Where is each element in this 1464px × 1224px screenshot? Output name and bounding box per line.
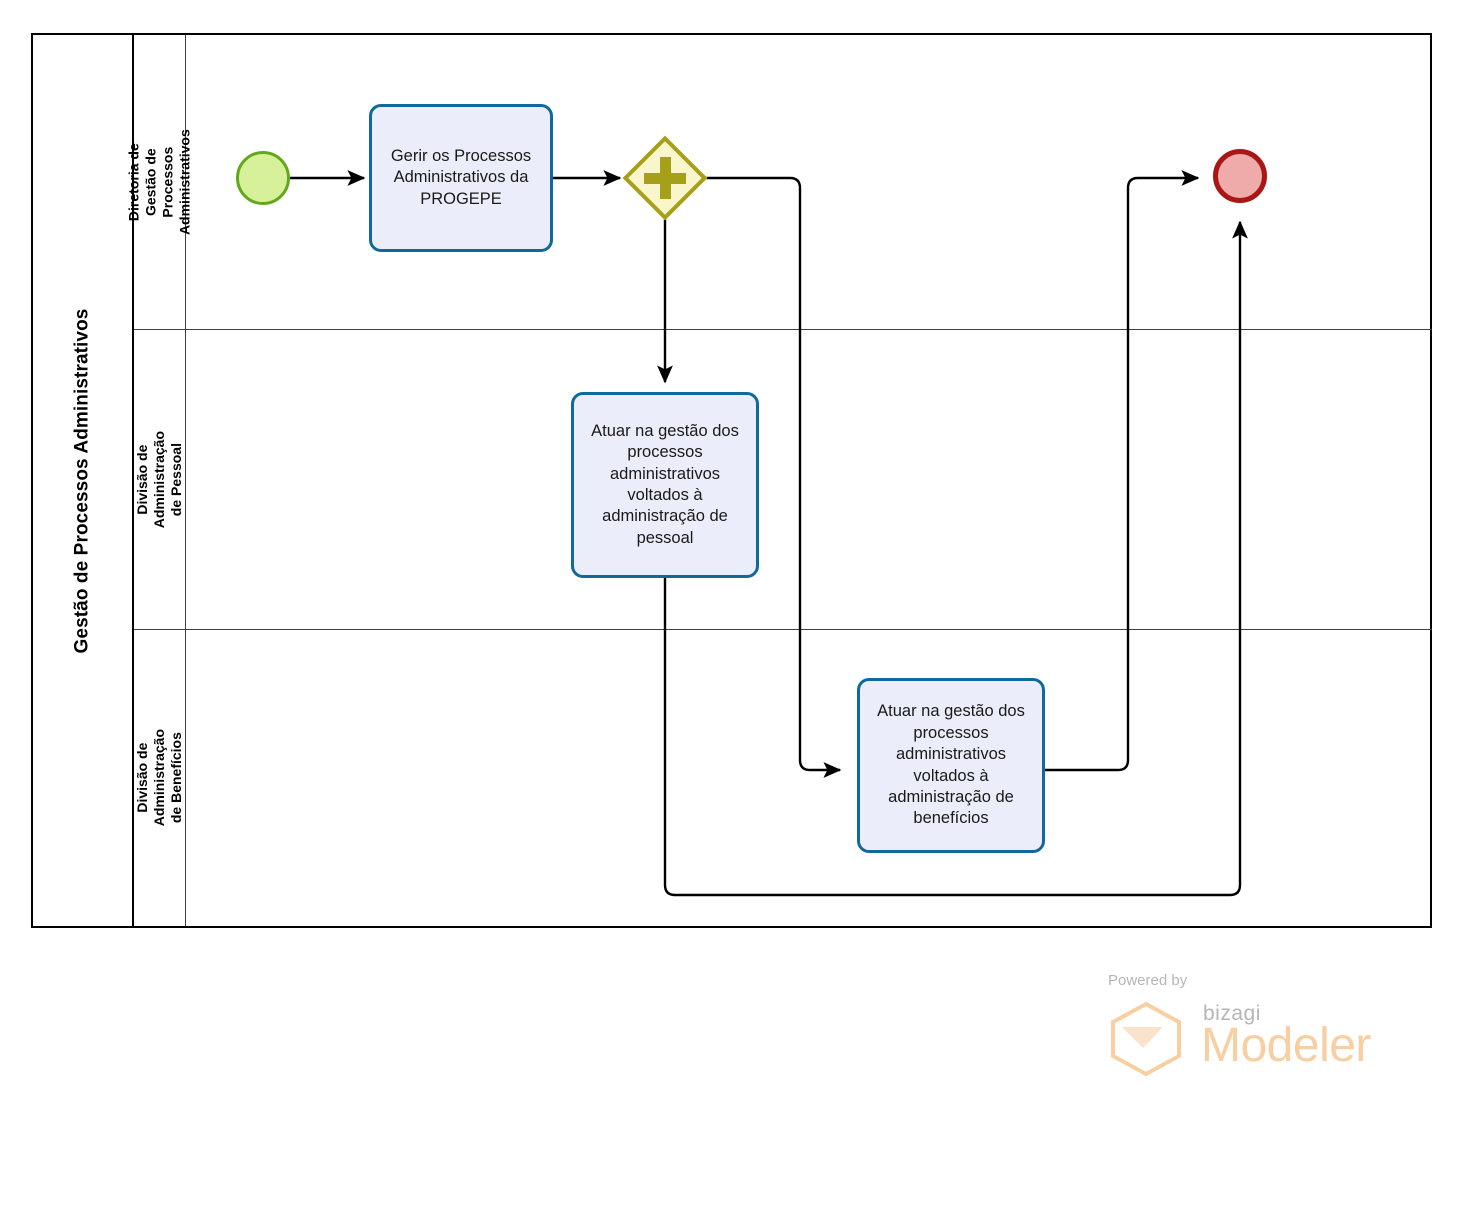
lane-divisao-de-administracao-de-beneficios[interactable]: Divisão de Administração de Benefícios bbox=[134, 630, 1432, 926]
parallel-gateway[interactable] bbox=[622, 135, 708, 221]
lane-header-beneficios: Divisão de Administração de Benefícios bbox=[134, 630, 186, 926]
lane-label-diretoria: Diretoria de Gestão de Processos Adminis… bbox=[125, 129, 193, 235]
pool-header: Gestão de Processos Administrativos bbox=[33, 35, 134, 926]
task-gerir-processos-administrativos-progepe[interactable]: Gerir os Processos Administrativos da PR… bbox=[369, 104, 553, 252]
start-event[interactable] bbox=[236, 151, 290, 205]
lane-header-diretoria: Diretoria de Gestão de Processos Adminis… bbox=[125, 35, 193, 329]
lane-label-pessoal: Divisão de Administração de Pessoal bbox=[133, 430, 185, 529]
lane-header-pessoal: Divisão de Administração de Pessoal bbox=[134, 330, 186, 629]
modeler-wordmark: Modeler bbox=[1201, 1019, 1371, 1072]
pool-title: Gestão de Processos Administrativos bbox=[71, 308, 93, 653]
end-event[interactable] bbox=[1213, 149, 1267, 203]
parallel-plus-icon-vertical bbox=[659, 157, 671, 199]
task-atuar-gestao-administracao-de-beneficios[interactable]: Atuar na gestão dos processos administra… bbox=[857, 678, 1045, 853]
task-atuar-gestao-administracao-de-pessoal[interactable]: Atuar na gestão dos processos administra… bbox=[571, 392, 759, 578]
lane-divisao-de-administracao-de-pessoal[interactable]: Divisão de Administração de Pessoal bbox=[134, 330, 1432, 630]
bizagi-watermark: Powered by bizagi Modeler bbox=[1105, 972, 1375, 1077]
lane-label-beneficios: Divisão de Administração de Benefícios bbox=[133, 729, 185, 827]
bizagi-hexagon-logo-icon bbox=[1111, 1001, 1181, 1076]
powered-by-label: Powered by bbox=[1108, 972, 1188, 989]
bizagi-wordmark: bizagi bbox=[1203, 1002, 1261, 1025]
